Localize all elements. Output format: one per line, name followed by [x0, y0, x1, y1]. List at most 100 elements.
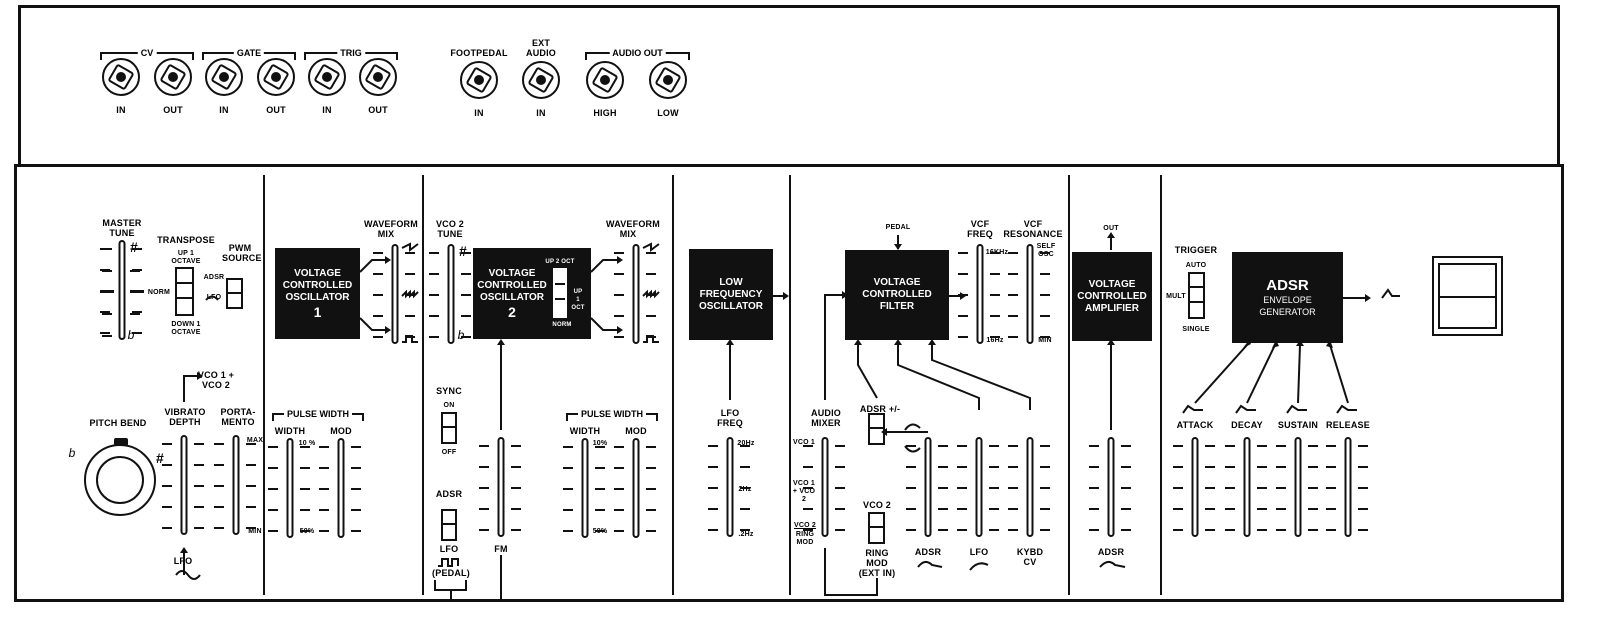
vco1-module: VOLTAGE CONTROLLED OSCILLATOR 1 [275, 248, 360, 339]
tick [614, 530, 624, 532]
vco2-tune-slider[interactable] [447, 244, 455, 344]
vcf-freq-label: VCF FREQ [967, 219, 993, 239]
trig-in-jack[interactable] [308, 58, 346, 96]
tick [563, 530, 573, 532]
lfo-freq-label: LFO FREQ [717, 408, 743, 428]
trig-label: TRIG [337, 48, 365, 58]
tick [646, 336, 656, 338]
attack-slider[interactable] [1191, 437, 1199, 537]
vco1-mod-slider[interactable] [337, 438, 345, 538]
tick [958, 336, 968, 338]
tick [429, 336, 439, 338]
release-slider[interactable] [1344, 437, 1352, 537]
sync-switch[interactable] [441, 412, 457, 444]
tick [300, 467, 310, 469]
trig-bracket: TRIG [304, 48, 398, 60]
footpedal-in-jack[interactable] [460, 61, 498, 99]
kybd-cv-label: KYBD CV [1016, 547, 1044, 567]
fm-source-switch[interactable] [441, 509, 457, 541]
tick [214, 506, 224, 508]
tick [162, 527, 172, 529]
tick [1358, 466, 1368, 468]
audio-out-low-label: LOW [657, 108, 679, 118]
vcf-lfo-slider[interactable] [975, 437, 983, 537]
tick [1040, 508, 1050, 510]
vcf-resonance-slider[interactable] [1026, 244, 1034, 344]
tick [1040, 529, 1050, 531]
tick [300, 488, 310, 490]
audio-out-high-jack[interactable] [586, 61, 624, 99]
tick [132, 311, 142, 313]
tick [461, 315, 471, 317]
gate-in-jack[interactable] [205, 58, 243, 96]
divider [672, 175, 674, 595]
audio-out-high-label: HIGH [593, 108, 617, 118]
ext-audio-in-label: IN [536, 108, 546, 118]
tick [646, 467, 656, 469]
vca-adsr-slider[interactable] [1107, 437, 1115, 537]
tick [958, 273, 968, 275]
vcf-adsr-slider[interactable] [924, 437, 932, 537]
fm-slider[interactable] [497, 437, 505, 537]
vco2-mod-slider[interactable] [632, 438, 640, 538]
trig-out-jack[interactable] [359, 58, 397, 96]
gate-out-jack[interactable] [257, 58, 295, 96]
tick [614, 446, 624, 448]
master-tune-slider[interactable] [118, 240, 126, 340]
tick [1205, 487, 1215, 489]
tick [405, 273, 415, 275]
decay-slider[interactable] [1243, 437, 1251, 537]
cv-label: CV [137, 48, 157, 58]
trigger-switch[interactable] [1188, 272, 1205, 319]
ring-mod-switch[interactable] [868, 512, 885, 544]
tick [511, 508, 521, 510]
audio-out-low-jack[interactable] [649, 61, 687, 99]
tick [990, 252, 1000, 254]
tick [563, 467, 573, 469]
vco2-octave-switch[interactable] [553, 268, 567, 318]
vco2-waveform-mix-slider[interactable] [632, 244, 640, 344]
cv-out-jack[interactable] [154, 58, 192, 96]
vco2-width-slider[interactable] [581, 438, 589, 538]
vcf-freq-slider[interactable] [976, 244, 984, 344]
audio-mixer-slider[interactable] [821, 437, 829, 537]
vco1-waveform-mix-slider[interactable] [391, 244, 399, 344]
transpose-label: TRANSPOSE [157, 235, 215, 245]
kybd-cv-slider[interactable] [1026, 437, 1034, 537]
adsr-polarity-switch[interactable] [868, 413, 885, 445]
tick [990, 273, 1000, 275]
pwm-source-switch[interactable] [226, 278, 243, 309]
tick [102, 313, 112, 315]
vco1-waveform-mix-label: WAVEFORM MIX [364, 219, 418, 239]
pitch-bend-wheel[interactable] [84, 438, 156, 516]
tick [1040, 315, 1050, 317]
sharp-icon: # [459, 243, 467, 259]
display-window [1432, 256, 1503, 336]
vco1-width-slider[interactable] [286, 438, 294, 538]
vco2-tune-label: VCO 2 TUNE [435, 219, 464, 239]
main-panel [14, 164, 1564, 602]
sustain-slider[interactable] [1294, 437, 1302, 537]
transpose-switch[interactable] [175, 267, 194, 316]
portamento-slider[interactable] [232, 435, 240, 535]
tick [300, 446, 310, 448]
vibrato-depth-slider[interactable] [180, 435, 188, 535]
cv-in-jack[interactable] [102, 58, 140, 96]
tick [1040, 445, 1050, 447]
decay-label: DECAY [1231, 420, 1263, 430]
tick [1008, 487, 1018, 489]
tick [1089, 529, 1099, 531]
tick [479, 445, 489, 447]
ext-audio-in-jack[interactable] [522, 61, 560, 99]
attack-label: ATTACK [1176, 420, 1214, 430]
tick [214, 464, 224, 466]
tick [708, 508, 718, 510]
vco1-pulse-width-bracket: PULSE WIDTH [272, 409, 364, 421]
tick [646, 488, 656, 490]
tick [214, 443, 224, 445]
tick [351, 467, 361, 469]
tick [1173, 445, 1183, 447]
tick [1308, 487, 1318, 489]
tick [740, 487, 750, 489]
lfo-freq-slider[interactable] [726, 437, 734, 537]
